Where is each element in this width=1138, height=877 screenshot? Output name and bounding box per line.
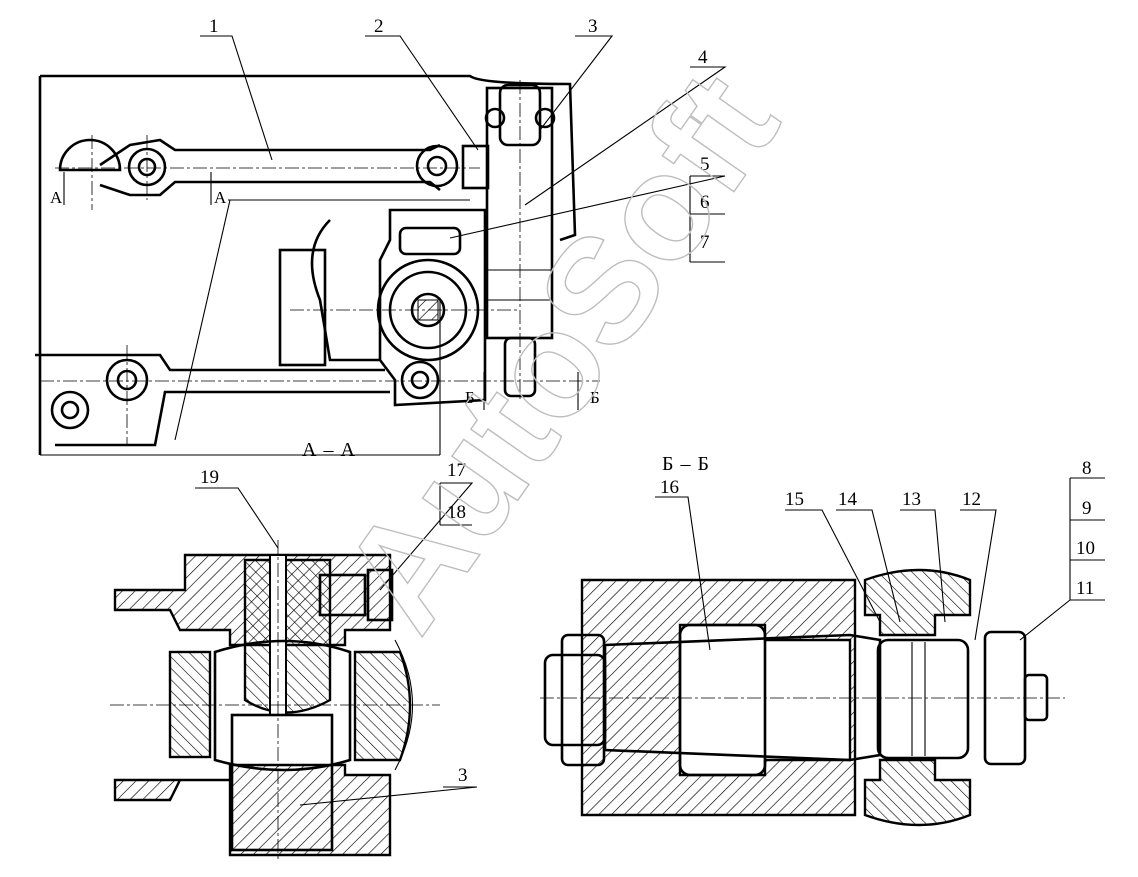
callout-17: 17 (447, 460, 466, 481)
callout-4: 4 (698, 47, 708, 68)
section-mark-b-left: Б (465, 388, 475, 407)
top-leaders (200, 35, 727, 263)
callout-18: 18 (447, 502, 466, 523)
general-view: А А Б Б 1 2 3 4 5 6 7 (35, 16, 727, 456)
upper-link-rod (55, 135, 480, 210)
section-markers: А А Б Б (50, 172, 600, 410)
callout-16: 16 (660, 477, 679, 498)
section-title-bb: Б – Б (662, 453, 710, 475)
callout-19: 19 (200, 467, 219, 488)
central-housing (278, 208, 520, 407)
callout-10: 10 (1076, 538, 1095, 559)
section-mark-b-right: Б (590, 388, 600, 407)
section-mark-a-right: А (214, 188, 227, 207)
lower-link-rod (35, 199, 600, 447)
watermark: AutoSoft (309, 43, 810, 658)
callout-12: 12 (962, 489, 981, 510)
callout-15: 15 (785, 489, 804, 510)
callout-2: 2 (374, 16, 384, 37)
callout-11: 11 (1076, 578, 1094, 599)
callout-9: 9 (1082, 498, 1092, 519)
callout-6: 6 (700, 192, 710, 213)
callout-3-section: 3 (458, 765, 468, 786)
callout-13: 13 (902, 489, 921, 510)
callout-5: 5 (700, 154, 710, 175)
section-title-aa: А – А (302, 439, 356, 461)
callout-14: 14 (838, 489, 858, 510)
callout-8: 8 (1082, 458, 1092, 479)
section-mark-a-left: А (50, 188, 63, 207)
callout-1: 1 (209, 16, 219, 37)
callout-7: 7 (700, 232, 710, 253)
section-bb: Б – Б 16 15 14 13 12 8 9 10 11 (540, 453, 1105, 827)
callout-3: 3 (588, 16, 598, 37)
section-aa: А – А 19 17 18 3 (110, 439, 478, 860)
